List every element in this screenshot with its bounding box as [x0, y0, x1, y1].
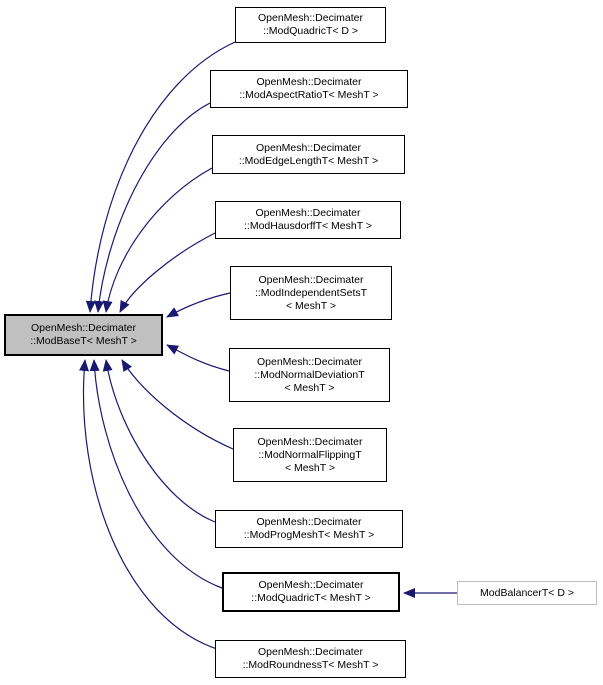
- node-modquadrict-d[interactable]: OpenMesh::Decimater ::ModQuadricT< D >: [235, 7, 386, 43]
- node-modquadrict-mesht-label-line2: ::ModQuadricT< MeshT >: [251, 592, 371, 604]
- node-modprogmesht-label-line1: OpenMesh::Decimater: [256, 516, 362, 528]
- node-modquadrict-d-label-line2: ::ModQuadricT< D >: [262, 25, 359, 37]
- edge-modroundnesst-to-modbaset: [79, 359, 221, 651]
- edge-modquadrict-d-to-modbaset: [85, 41, 236, 313]
- edge-modnormaldeviationt-to-modbaset: [166, 344, 230, 372]
- node-modhausdorfft[interactable]: OpenMesh::Decimater ::ModHausdorffT< Mes…: [215, 201, 401, 239]
- node-modindependentsetst-label-line3: < MeshT >: [286, 299, 336, 312]
- node-modroundnesst[interactable]: OpenMesh::Decimater ::ModRoundnessT< Mes…: [215, 640, 406, 678]
- node-modnormaldeviationt[interactable]: OpenMesh::Decimater ::ModNormalDeviation…: [229, 348, 390, 402]
- node-modedgelengtht-label-line2: ::ModEdgeLengthT< MeshT >: [238, 154, 379, 167]
- edge-modaspectratiot-to-modbaset: [94, 102, 211, 313]
- node-modnormaldeviationt-label-line3: < MeshT >: [284, 381, 335, 394]
- node-modbalancert[interactable]: ModBalancerT< D >: [457, 581, 597, 605]
- node-modindependentsetst-label-line1: OpenMesh::Decimater: [258, 273, 364, 286]
- node-modbaset[interactable]: OpenMesh::Decimater ::ModBaseT< MeshT >: [4, 314, 163, 356]
- node-modhausdorfft-label-line1: OpenMesh::Decimater: [255, 207, 361, 219]
- node-modnormalflippingt-label-line2: ::ModNormalFlippingT: [258, 448, 362, 461]
- node-modindependentsetst[interactable]: OpenMesh::Decimater ::ModIndependentSets…: [230, 266, 392, 320]
- edge-modnormalflippingt-to-modbaset: [121, 359, 234, 450]
- node-modbaset-label-line1: OpenMesh::Decimater: [30, 322, 137, 334]
- node-modaspectratiot-label-line1: OpenMesh::Decimater: [256, 76, 362, 88]
- node-modnormalflippingt[interactable]: OpenMesh::Decimater ::ModNormalFlippingT…: [233, 428, 387, 482]
- node-modnormaldeviationt-label-line2: ::ModNormalDeviationT: [254, 368, 365, 381]
- node-modquadrict-d-label-line1: OpenMesh::Decimater: [257, 12, 364, 24]
- node-modprogmesht[interactable]: OpenMesh::Decimater ::ModProgMeshT< Mesh…: [215, 510, 403, 548]
- node-modedgelengtht[interactable]: OpenMesh::Decimater ::ModEdgeLengthT< Me…: [212, 135, 405, 174]
- edge-modhausdorfft-to-modbaset: [119, 232, 216, 313]
- node-modprogmesht-label-line2: ::ModProgMeshT< MeshT >: [243, 529, 375, 541]
- node-modroundnesst-label-line2: ::ModRoundnessT< MeshT >: [242, 659, 379, 671]
- node-modquadrict-mesht[interactable]: OpenMesh::Decimater ::ModQuadricT< MeshT…: [222, 572, 400, 612]
- node-modindependentsetst-label-line2: ::ModIndependentSetsT: [254, 286, 368, 299]
- node-modnormaldeviationt-label-line1: OpenMesh::Decimater: [256, 355, 363, 368]
- edge-modquadrict-mesht-to-modbaset: [89, 359, 223, 589]
- edge-modprogmesht-to-modbaset: [102, 359, 216, 523]
- edge-modindependentsetst-to-modbaset: [166, 292, 231, 318]
- node-modroundnesst-label-line1: OpenMesh::Decimater: [257, 646, 364, 658]
- node-modnormalflippingt-label-line1: OpenMesh::Decimater: [257, 435, 363, 448]
- node-modaspectratiot-label-line2: ::ModAspectRatioT< MeshT >: [239, 89, 379, 101]
- edge-modedgelengtht-to-modbaset: [102, 167, 213, 313]
- node-modnormalflippingt-label-line3: < MeshT >: [285, 461, 335, 474]
- node-modaspectratiot[interactable]: OpenMesh::Decimater ::ModAspectRatioT< M…: [210, 70, 408, 108]
- node-modedgelengtht-label-line1: OpenMesh::Decimater: [255, 141, 362, 154]
- node-modbaset-label-line2: ::ModBaseT< MeshT >: [30, 335, 137, 347]
- node-modhausdorfft-label-line2: ::ModHausdorffT< MeshT >: [243, 220, 372, 232]
- node-modbalancert-label-line1: ModBalancerT< D >: [480, 586, 574, 599]
- node-modquadrict-mesht-label-line1: OpenMesh::Decimater: [258, 579, 364, 591]
